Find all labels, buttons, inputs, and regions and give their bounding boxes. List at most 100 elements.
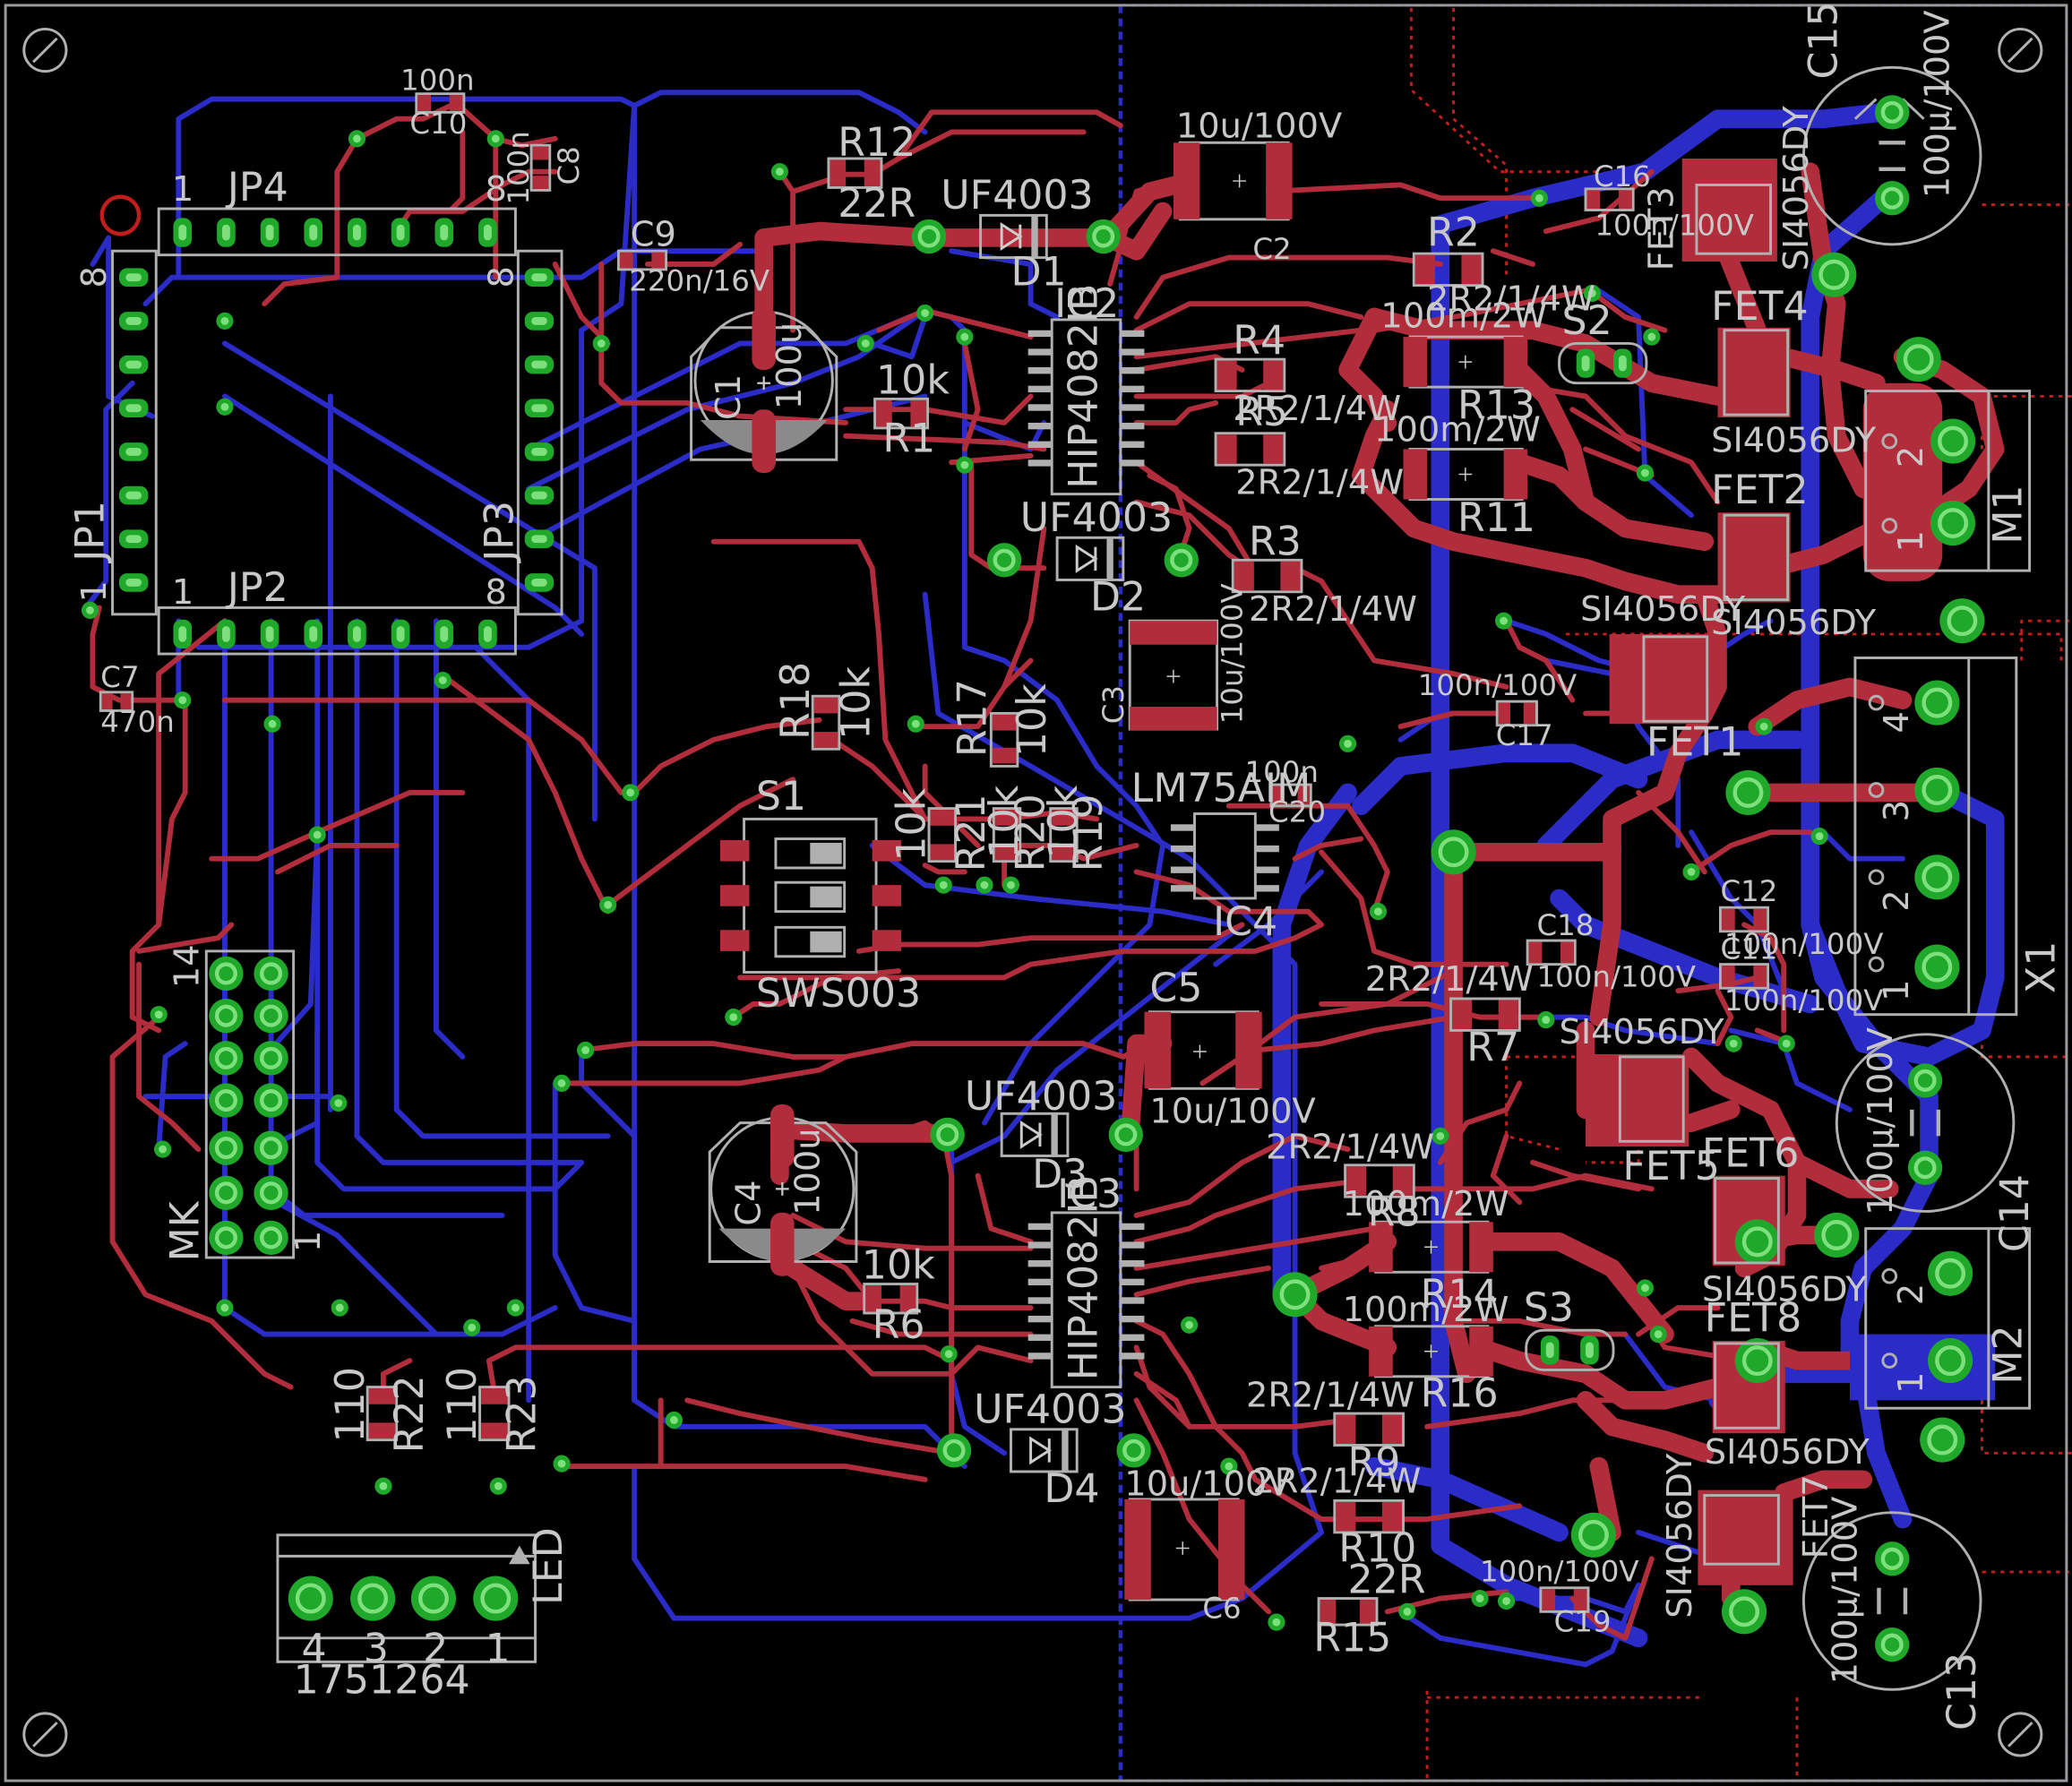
fet8-name: FET8 [1705,1296,1802,1342]
r14-name: R14 [1421,1272,1499,1318]
c10-value: 100n [400,63,474,97]
switch-s1 [720,817,902,974]
c6-name: C6 [1202,1592,1241,1626]
silkscreen-labels: 100n C10 100n C8 R12 22R UF4003 D1 10u/1… [67,1,2064,1730]
c12-name: C12 [1720,874,1777,908]
c13-value: 100µ/100V [1825,1497,1865,1685]
jp3-name: JP3 [477,501,522,564]
c15-name: C15 [1801,1,1846,79]
r16-value: 100m/2W [1343,1290,1509,1330]
header-frame [99,194,563,656]
r7-value: 2R2/1/4W [1365,959,1534,1000]
c8-name: C8 [552,146,586,185]
r14-value: 100m/2W [1343,1184,1509,1224]
r15-name: R15 [1313,1616,1391,1661]
jp1-name: JP1 [67,501,113,564]
c9-name: C9 [631,214,676,254]
cap-c13 [1801,1511,1982,1691]
small-smd [99,92,1770,1627]
c7-name: C7 [100,660,139,694]
ic3-name: IC3 [1057,1172,1122,1217]
jp3-pin8: 8 [481,266,521,288]
x1-pin1: 1 [1877,980,1917,1001]
c6-value: 10u/100V [1124,1464,1290,1505]
c19-name: C19 [1554,1604,1612,1638]
c14-value: 100µ/100V [1861,1027,1901,1215]
ic2-value: HIP4082IB [1061,284,1106,489]
terminal-x1 [1853,657,2018,1017]
jp1-pin8: 8 [74,266,115,288]
r2-name: R2 [1427,210,1480,255]
r18-value: 10k [834,666,880,740]
cap-c1 [690,306,838,473]
c9-value: 220n/16V [629,263,769,297]
c7-value: 470n [100,705,174,739]
c3-value: 10u/100V [1216,583,1250,724]
mk-name: MK [162,1200,208,1261]
cap-c4 [708,1103,858,1276]
r19-value: 10k [1041,785,1087,858]
fet8-value: SI4056DY [1705,1432,1870,1473]
d4-value: UF4003 [974,1387,1126,1432]
d4-name: D4 [1044,1466,1099,1512]
c5-value: 10u/100V [1149,1092,1315,1132]
r9-name: R9 [1348,1439,1401,1485]
c15-value: 100µ/100V [1918,10,1958,198]
led-part: 1751264 [294,1658,470,1704]
c18-value: 100n/100V [1536,960,1696,994]
c18-name: C18 [1536,908,1594,942]
d3-name: D3 [1032,1152,1088,1198]
jp2-pin8: 8 [485,572,506,613]
ic3-value: HIP4082IB [1061,1175,1106,1380]
smd-caps [1124,141,1293,1601]
mounting-holes [22,27,2043,1757]
fet4-name: FET4 [1711,284,1809,330]
r12-name: R12 [838,120,916,166]
s1-name: S1 [756,774,806,820]
d2-name: D2 [1090,574,1146,620]
mk-pin14: 14 [167,944,207,988]
fet-outlines [1618,184,1790,1566]
r5-name: R5 [1235,390,1288,435]
board-outline [4,4,2068,1782]
fet1-name: FET1 [1646,720,1744,766]
r11-value: 100m/2W [1374,410,1541,451]
r1-name: R1 [882,416,935,461]
fet4-value: SI4056DY [1711,420,1877,460]
c16-value: 100n/100V [1595,209,1754,243]
r19-name: R19 [1066,794,1112,872]
m1-pin1: 1 [1891,530,1931,552]
jp1-pin1: 1 [74,580,115,602]
ic2-name: IC2 [1054,281,1119,327]
fet6-name: FET6 [1702,1130,1800,1176]
c5-name: C5 [1149,966,1202,1011]
x1-pin2: 2 [1877,889,1917,911]
jp4-name: JP4 [225,165,288,210]
jp4-pin8: 8 [485,169,506,210]
r6-name: R6 [873,1302,925,1348]
c4-value: 100u [788,1128,829,1215]
led-name: LED [526,1527,572,1605]
fet5-value: SI4056DY [1560,1012,1725,1052]
c2-name: C2 [1252,232,1291,266]
c19-value: 100n/100V [1480,1554,1639,1588]
fet7-name: FET7 [1796,1474,1836,1558]
r21-value: 10k [890,787,935,861]
d2-value: UF4003 [1020,495,1173,541]
r22-value: 110 [328,1367,374,1442]
jp4-pin1: 1 [172,169,193,210]
m2-pin1: 1 [1891,1372,1931,1394]
x1-pin4: 4 [1877,711,1917,733]
m2-name: M2 [1986,1325,2032,1384]
cap-c15 [1801,65,1982,246]
jumper-s2 [1558,341,1648,385]
c10-name: C10 [409,107,467,141]
d1-value: UF4003 [941,173,1093,219]
jp2-name: JP2 [225,565,288,611]
r17-name: R17 [950,679,995,757]
r3-value: 2R2/1/4W [1249,589,1417,630]
led-pin2: 2 [423,1626,448,1671]
s3-name: S3 [1524,1285,1574,1331]
c20-name: C20 [1268,794,1326,829]
